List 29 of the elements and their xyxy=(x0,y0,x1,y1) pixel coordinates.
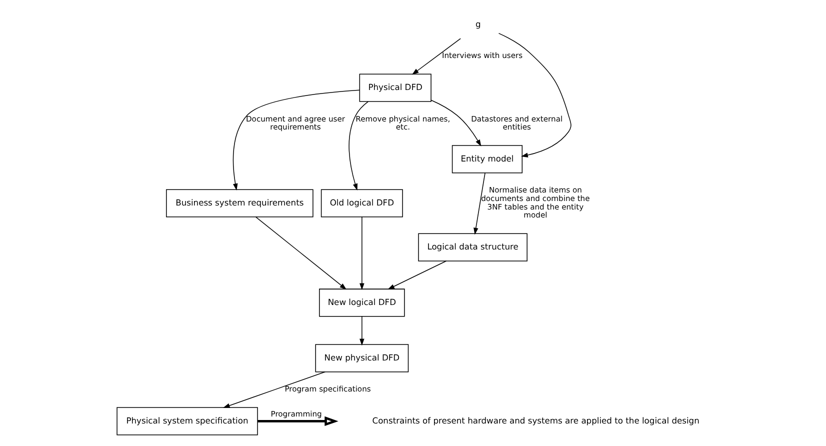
arrow xyxy=(430,100,482,146)
node-box: Physical system specification xyxy=(116,407,258,436)
node-box: Entity model xyxy=(452,145,523,174)
node-box: Physical DFD xyxy=(359,74,432,102)
edge-label: Interviews with users xyxy=(442,51,523,60)
arrow xyxy=(232,90,360,190)
node-box: New physical DFD xyxy=(315,344,409,372)
node-box: Old logical DFD xyxy=(320,189,403,218)
arrow xyxy=(388,260,447,290)
edge-label: Normalise data items on documents and combine the 3NF tables and the entity model xyxy=(481,186,590,220)
node-box: New logical DFD xyxy=(319,288,405,317)
label: Constraints of present hardware and systems are applied to the logical design xyxy=(372,415,700,426)
node-text: g xyxy=(475,18,481,29)
edge-label: Document and agree user requirements xyxy=(246,114,345,132)
arrow xyxy=(498,32,572,158)
edge-label: Programming xyxy=(270,410,322,419)
arrow xyxy=(360,316,364,346)
arrow xyxy=(258,416,338,426)
node-box: Logical data structure xyxy=(418,233,528,262)
edge-label: Datastores and external entities xyxy=(471,114,563,132)
arrow xyxy=(348,101,369,191)
arrow xyxy=(360,216,364,290)
arrow xyxy=(256,216,347,290)
node-box: Business system requirements xyxy=(166,189,314,218)
arrow xyxy=(412,38,461,75)
arrow xyxy=(222,372,326,408)
edge-label: Remove physical names, etc. xyxy=(356,114,450,132)
arrow xyxy=(474,172,486,235)
edge-label: Program specifications xyxy=(284,384,371,394)
